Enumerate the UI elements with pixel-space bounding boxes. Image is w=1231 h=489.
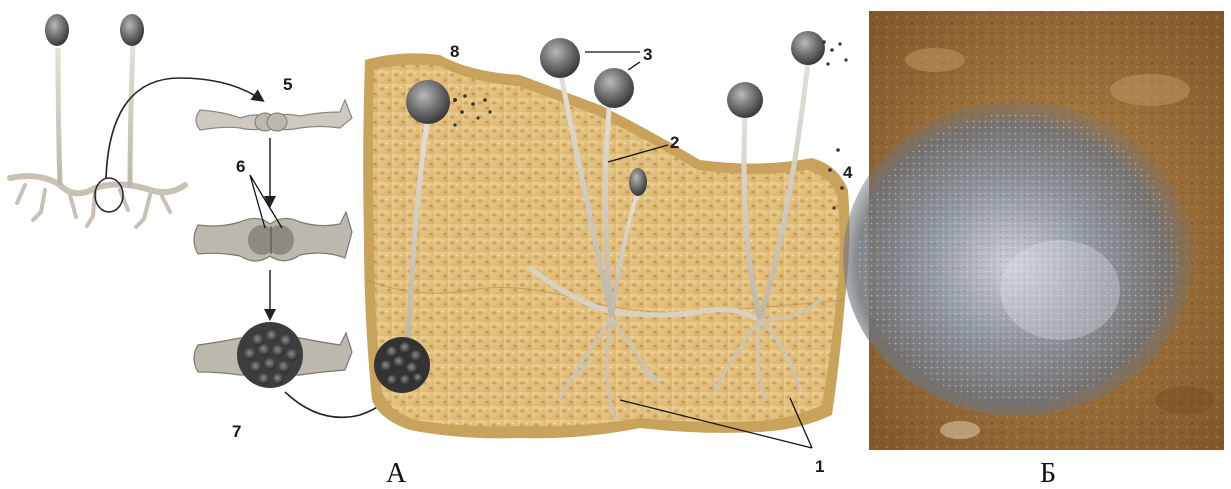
- label-1: 1: [815, 457, 824, 476]
- sporangium-small-right: [120, 14, 144, 46]
- label-8: 8: [450, 42, 459, 61]
- label-5: 5: [283, 75, 292, 94]
- label-2: 2: [670, 133, 679, 152]
- panel-b: Б: [843, 11, 1224, 489]
- label-3: 3: [643, 45, 652, 64]
- zygospore-bread: [374, 337, 430, 393]
- caption-b: Б: [1040, 458, 1056, 489]
- sporangium-cluster-2: [594, 68, 634, 108]
- stage-5: [196, 100, 352, 131]
- label-6: 6: [236, 157, 245, 176]
- stage-6: [194, 212, 352, 261]
- sporangium-cluster-1: [540, 38, 580, 78]
- sporangium-cluster-3: [727, 82, 763, 118]
- caption-a: А: [386, 458, 407, 489]
- label-4: 4: [843, 163, 853, 182]
- conjugation-stages: [194, 100, 388, 417]
- stage-7: [194, 322, 352, 388]
- young-sporangium: [629, 168, 647, 196]
- sporangium-cluster-4: [791, 31, 825, 65]
- bread-slice: [363, 31, 849, 438]
- sporangium-small-left: [45, 14, 69, 46]
- panel-a: 1 2 3 4 5 6 7 8 А: [10, 14, 853, 489]
- zygospore-stage-7: [237, 322, 303, 388]
- label-7: 7: [232, 422, 241, 441]
